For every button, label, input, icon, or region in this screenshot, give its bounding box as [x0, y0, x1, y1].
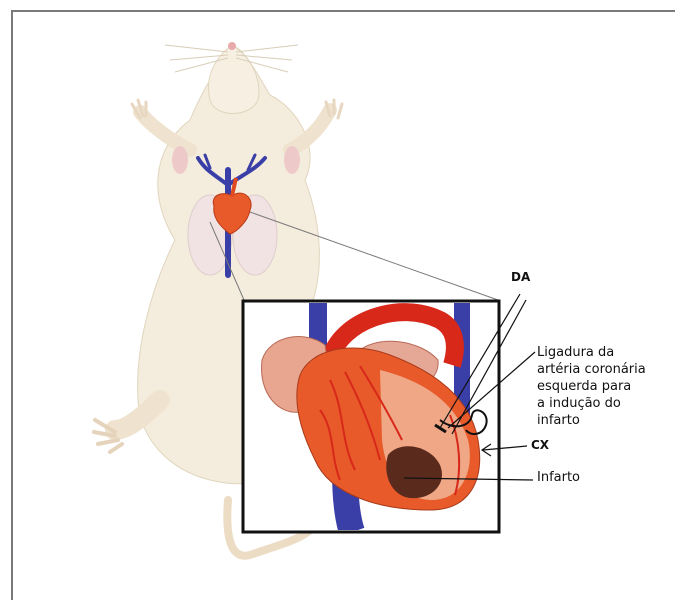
label-cx: CX — [531, 438, 549, 452]
label-infarct: Infarto — [537, 470, 580, 485]
label-ligation: Ligadura da artéria coronária esquerda p… — [537, 344, 677, 429]
label-da: DA — [511, 270, 530, 284]
